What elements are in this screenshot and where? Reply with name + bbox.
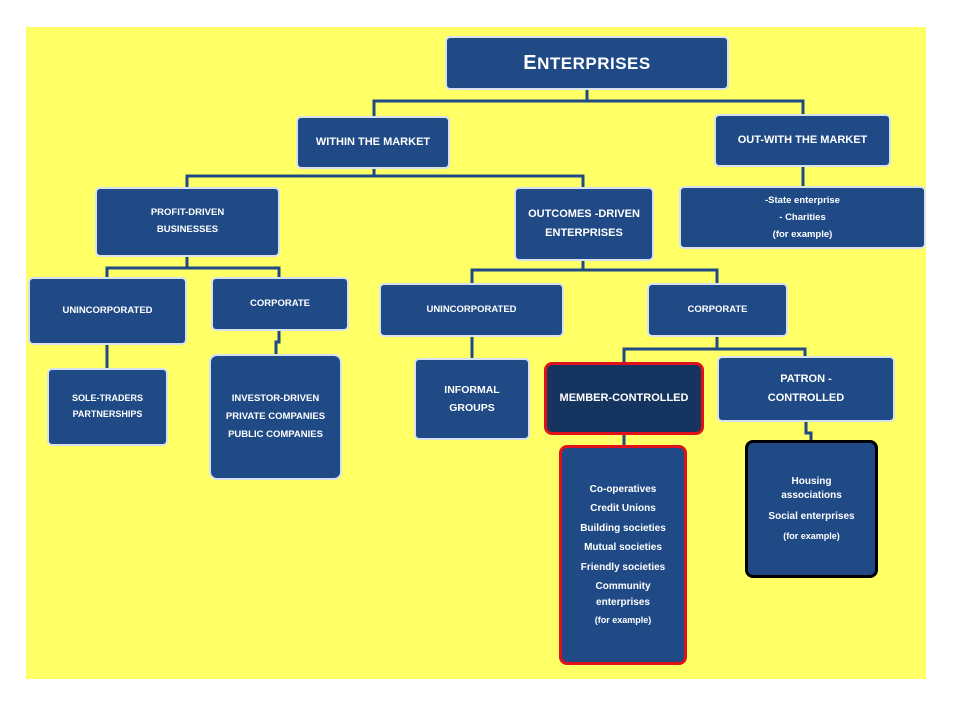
private-companies-label: PRIVATE COMPANIES — [225, 410, 326, 422]
community-label: Community — [595, 581, 651, 593]
building-societies-label: Building societies — [580, 522, 666, 534]
member-examples-box: Co-operatives Credit Unions Building soc… — [559, 445, 687, 665]
patron-line-1: PATRON - — [780, 372, 832, 385]
pd-unincorporated-box: UNINCORPORATED — [28, 277, 187, 345]
patron-examples-box: Housing associations Social enterprises … — [745, 440, 878, 578]
od-corporate-box: CORPORATE — [647, 283, 788, 337]
credit-unions-label: Credit Unions — [590, 503, 656, 515]
patron-controlled-box: PATRON - CONTROLLED — [717, 356, 895, 422]
pd-corporate-label: CORPORATE — [250, 297, 310, 309]
connector-profit-split — [105, 266, 281, 278]
profit-driven-line-1: PROFIT-DRIVEN — [150, 207, 225, 219]
pd-unincorporated-label: UNINCORPORATED — [62, 304, 153, 316]
within-market-box: WITHIN THE MARKET — [296, 116, 450, 169]
profit-driven-box: PROFIT-DRIVEN BUSINESSES — [95, 187, 280, 257]
member-for-example-label: (for example) — [594, 615, 652, 626]
patron-line-2: CONTROLLED — [767, 392, 845, 404]
connector-enterprises — [372, 88, 589, 117]
connector-outcomes-split — [470, 268, 719, 284]
groups-label: GROUPS — [449, 402, 495, 414]
enterprises-box: ENTERPRISES — [445, 36, 729, 90]
connector-patron — [804, 421, 813, 441]
investor-driven-box: INVESTOR-DRIVEN PRIVATE COMPANIES PUBLIC… — [209, 354, 342, 480]
outwith-example-line-2: - Charities — [779, 211, 826, 223]
profit-driven-line-2: BUSINESSES — [156, 224, 219, 235]
social-enterprises-label: Social enterprises — [768, 510, 855, 522]
od-unincorporated-box: UNINCORPORATED — [379, 283, 564, 337]
sole-traders-label: SOLE-TRADERS — [71, 393, 143, 404]
connector-od-corp-split — [622, 347, 807, 362]
outwith-market-box: OUT-WITH THE MARKET — [714, 114, 891, 167]
sole-traders-box: SOLE-TRADERS PARTNERSHIPS — [47, 368, 168, 446]
enterprises-label: enterprises — [596, 596, 650, 608]
partnerships-label: PARTNERSHIPS — [72, 409, 143, 419]
outwith-market-label: OUT-WITH THE MARKET — [737, 133, 868, 146]
member-controlled-box: MEMBER-CONTROLLED — [544, 362, 704, 435]
outwith-examples-box: -State enterprise - Charities (for examp… — [679, 186, 926, 249]
connector-enterprises-outwith — [587, 99, 805, 115]
title-initial: E — [523, 51, 538, 74]
title-rest: NTERPRISES — [537, 53, 651, 73]
associations-label: associations — [781, 490, 842, 502]
informal-label: INFORMAL — [444, 383, 500, 396]
mutual-societies-label: Mutual societies — [584, 542, 662, 554]
housing-label: Housing — [791, 475, 832, 487]
within-market-label: WITHIN THE MARKET — [315, 135, 431, 148]
friendly-societies-label: Friendly societies — [580, 561, 666, 573]
outwith-example-line-1: -State enterprise — [765, 194, 840, 206]
informal-groups-box: INFORMAL GROUPS — [414, 358, 530, 440]
od-corporate-label: CORPORATE — [687, 303, 748, 315]
cooperatives-label: Co-operatives — [589, 483, 657, 495]
outwith-example-line-3: (for example) — [772, 229, 833, 241]
od-unincorporated-label: UNINCORPORATED — [426, 303, 517, 315]
connector-within-split — [185, 174, 585, 188]
pd-corporate-box: CORPORATE — [211, 277, 349, 331]
outcomes-driven-line-1: OUTCOMES -DRIVEN — [528, 207, 640, 220]
connector-pd-corp — [274, 330, 281, 355]
member-controlled-label: MEMBER-CONTROLLED — [559, 391, 689, 404]
investor-driven-label: INVESTOR-DRIVEN — [231, 392, 320, 404]
patron-for-example-label: (for example) — [783, 531, 840, 542]
public-companies-label: PUBLIC COMPANIES — [228, 429, 323, 441]
outcomes-driven-line-2: ENTERPRISES — [545, 227, 623, 239]
outcomes-driven-box: OUTCOMES -DRIVEN ENTERPRISES — [514, 187, 654, 261]
